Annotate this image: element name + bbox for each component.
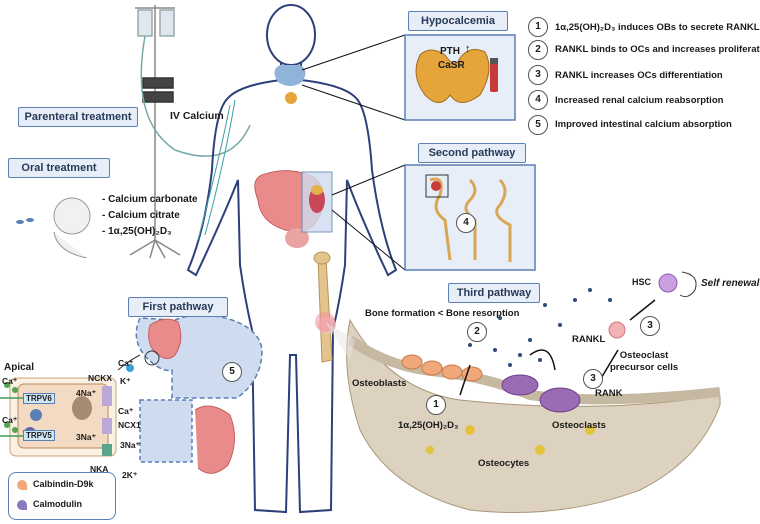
- third-pathway-number-2: 2: [467, 322, 487, 342]
- osteoclasts-label: Osteoclasts: [552, 420, 606, 431]
- third-pathway-title: Third pathway: [448, 283, 540, 303]
- trpv6-label: TRPV6: [23, 393, 55, 404]
- nka-label: NKA: [90, 464, 109, 474]
- step-text-5: Improved intestinal calcium absorption: [555, 119, 732, 130]
- step-number-5: 5: [528, 115, 548, 135]
- step-text-4: Increased renal calcium reabsorption: [555, 95, 724, 106]
- step-number-3: 3: [528, 65, 548, 85]
- oral-item-0: - Calcium carbonate: [102, 194, 198, 205]
- ca-label-2: Ca⁺: [2, 415, 18, 425]
- na3-label: 3Na⁺: [76, 432, 97, 442]
- oral-treatment-label: Oral treatment: [8, 158, 110, 178]
- bone-formation-label: Bone formation < Bone resorption: [365, 308, 520, 319]
- apical-label: Apical: [4, 362, 35, 373]
- hypocalcemia-title: Hypocalcemia: [408, 11, 508, 31]
- trpv5-label: TRPV5: [23, 430, 55, 441]
- thyroid-icon: [274, 65, 306, 104]
- osteocytes-label: Osteocytes: [478, 458, 530, 469]
- vitd-label: 1α,25(OH)₂D₃: [398, 420, 459, 431]
- rank-label: RANK: [595, 388, 623, 399]
- legend-item-calbindin: Calbindin-D9k: [33, 479, 94, 489]
- rankl-label: RANKL: [572, 334, 606, 345]
- step-text-1: 1α,25(OH)₂D₃ induces OBs to secrete RANK…: [555, 22, 760, 33]
- second-pathway-title: Second pathway: [418, 143, 526, 163]
- oral-item-2: - 1α,25(OH)₂D₃: [102, 226, 172, 237]
- second-pathway-number: 4: [456, 213, 476, 233]
- third-pathway-number-3b: 3: [583, 369, 603, 389]
- legend-item-calmodulin: Calmodulin: [33, 499, 82, 509]
- oral-item-1: - Calcium citrate: [102, 210, 180, 221]
- k2-label: 2K⁺: [122, 470, 138, 480]
- hsc-label: HSC: [632, 277, 652, 287]
- legend: Calbindin-D9k Calmodulin: [8, 472, 116, 520]
- na4-label: 4Na⁺: [76, 388, 97, 398]
- nckx-label: NCKX: [88, 373, 113, 383]
- step-number-1: 1: [528, 17, 548, 37]
- third-pathway-number-1: 1: [426, 395, 446, 415]
- na3b-label: 3Na⁺: [120, 440, 141, 450]
- osteoclast-precursor-label: Osteoclast precursor cells: [610, 350, 679, 373]
- calbindin-icon: [17, 480, 27, 490]
- step-number-4: 4: [528, 90, 548, 110]
- patient-head-icon: [12, 192, 98, 259]
- ca-label-1: Ca⁺: [2, 376, 18, 386]
- self-renewal-label: Self renewal: [701, 278, 760, 289]
- third-pathway-number-3a: 3: [640, 316, 660, 336]
- arm-veins: [197, 99, 236, 241]
- parenteral-treatment-label: Parenteral treatment: [18, 107, 138, 127]
- pth-label: PTH: [440, 46, 460, 57]
- iv-calcium-label: IV Calcium: [170, 110, 224, 122]
- casr-label: CaSR: [438, 60, 465, 71]
- ca-label-3: Ca⁺: [118, 358, 134, 368]
- step-text-2: RANKL binds to OCs and increases prolife…: [555, 44, 760, 55]
- step-text-3: RANKL increases OCs differentiation: [555, 70, 723, 81]
- up-arrow-icon: ↑: [465, 43, 471, 55]
- iv-stand-icon: [129, 5, 251, 259]
- first-pathway-number: 5: [222, 362, 242, 382]
- k-label: K⁺: [120, 376, 131, 386]
- connector-lines: [301, 34, 406, 271]
- calmodulin-icon: [17, 500, 27, 510]
- osteoblasts-label: Osteoblasts: [352, 378, 407, 389]
- bone-tissue-panel: [346, 318, 721, 513]
- step-number-2: 2: [528, 40, 548, 60]
- first-pathway-title: First pathway: [128, 297, 228, 317]
- first-pathway-lower-panel: [139, 399, 193, 463]
- ca-label-4: Ca⁺: [118, 406, 134, 416]
- ncx1-label: NCX1: [118, 420, 141, 430]
